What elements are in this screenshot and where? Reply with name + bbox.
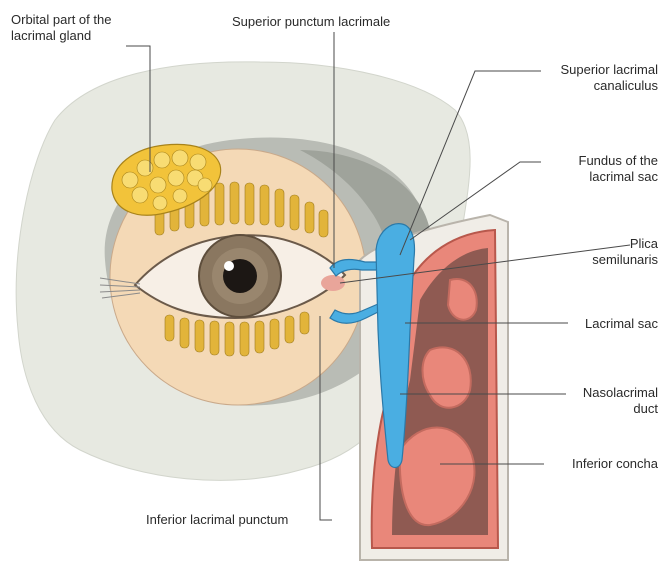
label-inferior-punctum: Inferior lacrimal punctum <box>146 512 288 528</box>
label-superior-punctum: Superior punctum lacrimale <box>232 14 390 30</box>
label-nasolacrimal-duct-line2: duct <box>583 401 658 417</box>
label-nasolacrimal-duct: Nasolacrimal duct <box>583 385 658 417</box>
label-superior-canaliculus: Superior lacrimal canaliculus <box>560 62 658 94</box>
label-superior-canaliculus-line1: Superior lacrimal <box>560 62 658 78</box>
label-fundus-line2: lacrimal sac <box>579 169 659 185</box>
label-fundus: Fundus of the lacrimal sac <box>579 153 659 185</box>
label-plica-line1: Plica <box>592 236 658 252</box>
label-plica-line2: semilunaris <box>592 252 658 268</box>
label-lacrimal-gland-line2: lacrimal gland <box>11 28 111 44</box>
label-superior-canaliculus-line2: canaliculus <box>560 78 658 94</box>
pupil-highlight <box>224 261 234 271</box>
label-lacrimal-sac: Lacrimal sac <box>585 316 658 332</box>
label-lacrimal-gland-line1: Orbital part of the <box>11 12 111 28</box>
label-plica: Plica semilunaris <box>592 236 658 268</box>
label-fundus-line1: Fundus of the <box>579 153 659 169</box>
label-inferior-concha: Inferior concha <box>572 456 658 472</box>
label-lacrimal-gland: Orbital part of the lacrimal gland <box>11 12 111 44</box>
label-nasolacrimal-duct-line1: Nasolacrimal <box>583 385 658 401</box>
